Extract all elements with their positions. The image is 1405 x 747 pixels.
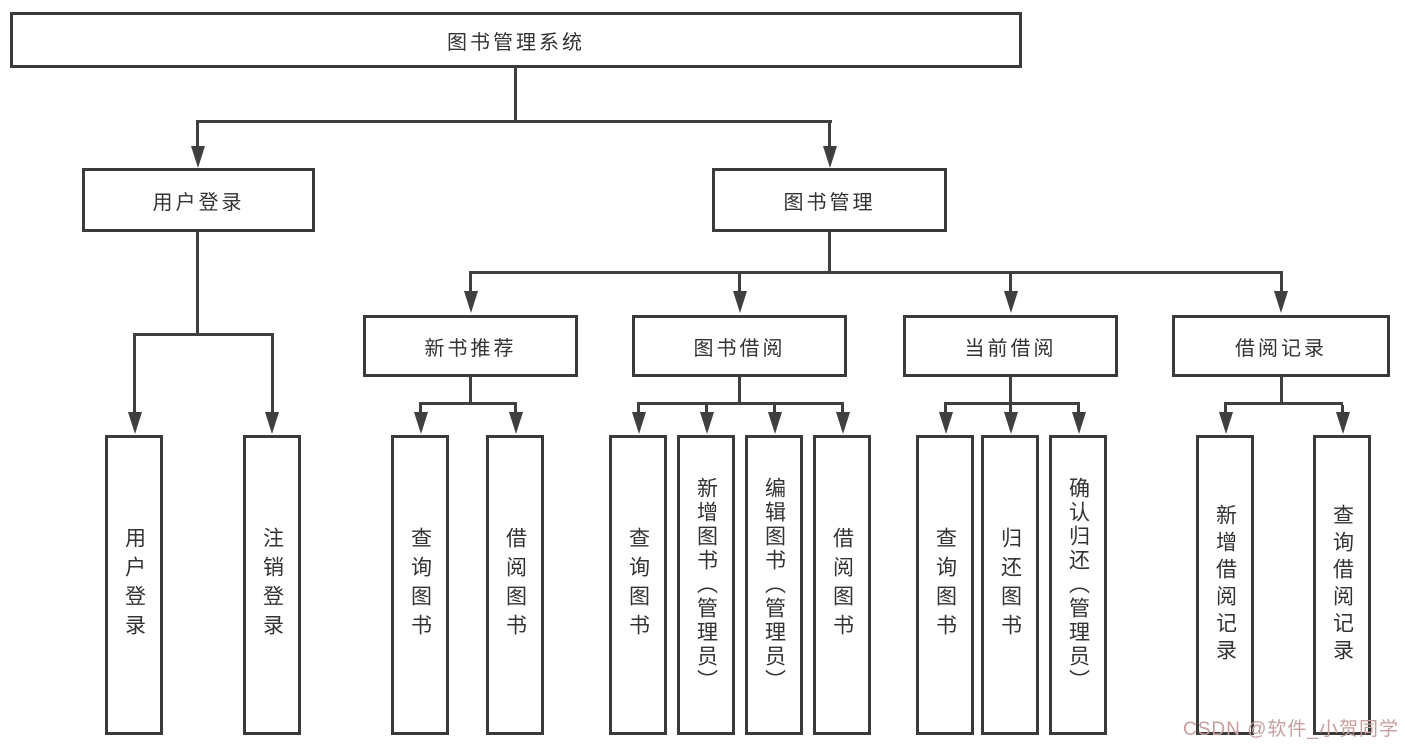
leaf-label: 编辑图书（管理员） bbox=[762, 477, 786, 693]
connector-leaf-stem bbox=[1341, 405, 1344, 414]
connector-login-stem bbox=[196, 232, 199, 336]
connector-group4-arrow-stem bbox=[1279, 274, 1283, 293]
arrow-down-icon bbox=[938, 412, 953, 434]
arrow-down-icon bbox=[699, 412, 714, 434]
leaf-label: 查询图书 bbox=[933, 527, 957, 643]
connector-leaf-stem bbox=[773, 405, 776, 414]
connector-group1-arrow-stem bbox=[469, 274, 472, 293]
leaf-label: 借阅图书 bbox=[503, 527, 527, 643]
connector-login-arrow-stem bbox=[196, 123, 199, 149]
node-borrow-records: 借阅记录 bbox=[1172, 315, 1390, 377]
connector-login-leaf2-stem bbox=[270, 336, 274, 414]
arrow-down-icon bbox=[1274, 291, 1288, 313]
connector-leaf-stem bbox=[1077, 405, 1080, 414]
arrow-down-icon bbox=[767, 412, 782, 434]
connector-group2-stem bbox=[738, 377, 741, 405]
leaf-label: 借阅图书 bbox=[830, 527, 854, 643]
node-user-login: 用户登录 bbox=[82, 168, 315, 232]
arrow-down-icon bbox=[1218, 412, 1233, 434]
leaf-logout: 注销登录 bbox=[243, 435, 301, 735]
connector-group1-hline bbox=[419, 402, 517, 405]
arrow-down-icon bbox=[835, 412, 850, 434]
node-root: 图书管理系统 bbox=[10, 12, 1022, 68]
connector-manage-stem bbox=[828, 232, 831, 274]
leaf-borrow-edit-books-admin: 编辑图书（管理员） bbox=[745, 435, 803, 735]
connector-leaf-stem bbox=[1009, 405, 1012, 414]
leaf-label: 用户登录 bbox=[122, 527, 146, 643]
connector-leaf-stem bbox=[419, 405, 422, 414]
node-book-borrow: 图书借阅 bbox=[632, 315, 847, 377]
leaf-label: 新增图书（管理员） bbox=[694, 477, 718, 693]
leaf-label: 新增借阅记录 bbox=[1213, 504, 1237, 666]
connector-leaf-stem bbox=[841, 405, 844, 414]
connector-group2-hline bbox=[637, 402, 844, 405]
connector-group3-stem bbox=[1009, 377, 1012, 405]
arrow-down-icon bbox=[631, 412, 646, 434]
leaf-records-query-record: 查询借阅记录 bbox=[1313, 435, 1371, 735]
connector-manage-arrow-stem bbox=[828, 123, 831, 149]
leaf-login: 用户登录 bbox=[105, 435, 163, 735]
leaf-borrow-query-books: 查询图书 bbox=[609, 435, 667, 735]
arrow-down-icon bbox=[1003, 291, 1018, 313]
leaf-current-query-books: 查询图书 bbox=[916, 435, 974, 735]
leaf-label: 注销登录 bbox=[260, 527, 284, 643]
connector-leaf-stem bbox=[705, 405, 708, 414]
arrow-down-icon bbox=[508, 412, 523, 434]
connector-group3-arrow-stem bbox=[1009, 274, 1012, 293]
connector-leaf-stem bbox=[514, 405, 517, 414]
connector-root-stem bbox=[514, 68, 517, 122]
leaf-recommend-borrow-books: 借阅图书 bbox=[486, 435, 544, 735]
node-new-book-recommend: 新书推荐 bbox=[363, 315, 578, 377]
leaf-borrow-borrow-books: 借阅图书 bbox=[813, 435, 871, 735]
leaf-current-confirm-return-admin: 确认归还（管理员） bbox=[1049, 435, 1107, 735]
connector-group2-arrow-stem bbox=[738, 274, 741, 293]
node-current-borrow: 当前借阅 bbox=[903, 315, 1118, 377]
connector-manage-hline bbox=[469, 271, 1283, 274]
leaf-label: 查询图书 bbox=[626, 527, 650, 643]
leaf-label: 确认归还（管理员） bbox=[1066, 477, 1090, 693]
arrow-down-icon bbox=[1335, 412, 1350, 434]
arrow-down-icon bbox=[190, 146, 205, 168]
arrow-down-icon bbox=[1071, 412, 1086, 434]
leaf-label: 归还图书 bbox=[998, 527, 1022, 643]
leaf-label: 查询借阅记录 bbox=[1330, 504, 1354, 666]
arrow-down-icon bbox=[822, 146, 837, 168]
leaf-records-add-record: 新增借阅记录 bbox=[1196, 435, 1254, 735]
connector-leaf-stem bbox=[944, 405, 947, 414]
connector-group4-stem bbox=[1279, 377, 1283, 405]
connector-leaf-stem bbox=[637, 405, 640, 414]
arrow-down-icon bbox=[127, 412, 142, 434]
connector-group4-hline bbox=[1224, 402, 1343, 405]
leaf-label: 查询图书 bbox=[408, 527, 432, 643]
connector-group3-hline bbox=[944, 402, 1080, 405]
arrow-down-icon bbox=[1003, 412, 1018, 434]
connector-login-hline bbox=[133, 333, 274, 336]
leaf-borrow-add-books-admin: 新增图书（管理员） bbox=[677, 435, 735, 735]
node-book-manage: 图书管理 bbox=[712, 168, 947, 232]
leaf-current-return-books: 归还图书 bbox=[981, 435, 1039, 735]
connector-group1-stem bbox=[469, 377, 472, 405]
connector-root-hline bbox=[196, 120, 832, 123]
connector-leaf-stem bbox=[1224, 405, 1227, 414]
arrow-down-icon bbox=[463, 291, 478, 313]
arrow-down-icon bbox=[732, 291, 747, 313]
connector-login-leaf1-stem bbox=[133, 336, 136, 414]
csdn-watermark: CSDN @软件_小贺同学 bbox=[1183, 719, 1399, 740]
leaf-recommend-query-books: 查询图书 bbox=[391, 435, 449, 735]
arrow-down-icon bbox=[265, 412, 279, 434]
arrow-down-icon bbox=[413, 412, 428, 434]
